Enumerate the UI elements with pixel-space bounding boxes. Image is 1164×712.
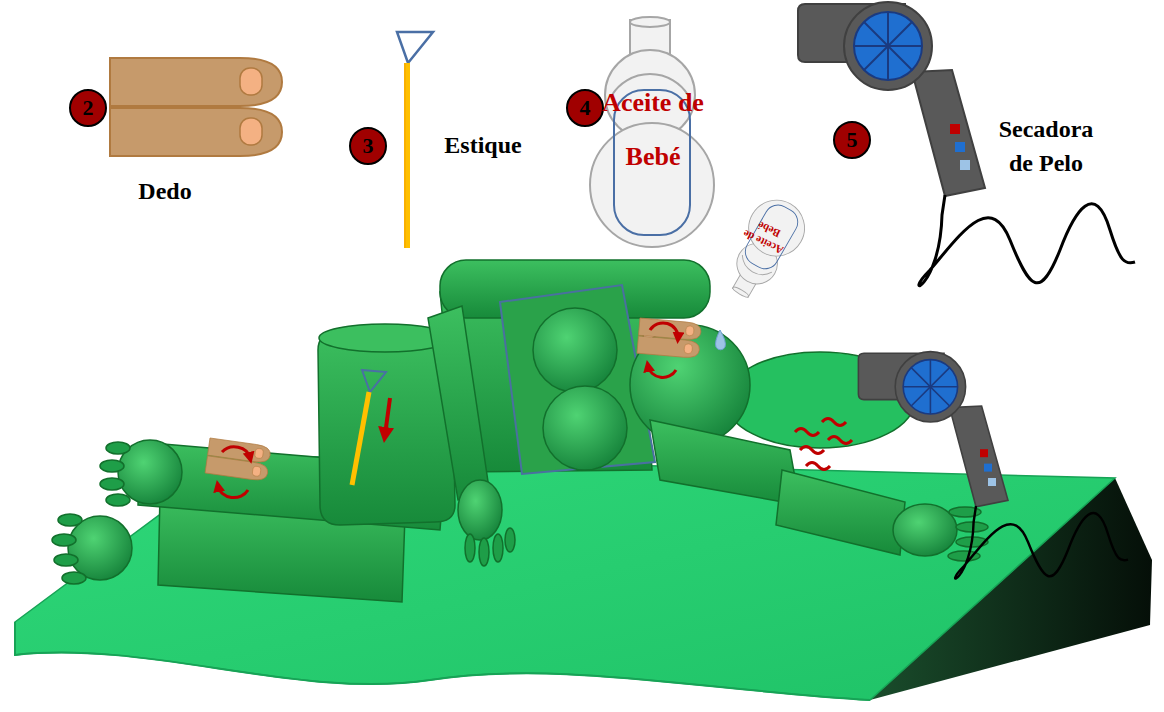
finger-on-head bbox=[637, 318, 702, 359]
tilted-bottle bbox=[715, 190, 815, 308]
callout-number: 5 bbox=[834, 126, 870, 154]
lying-figure bbox=[52, 260, 988, 602]
bottle-label: Aceite de Bebé bbox=[602, 76, 704, 184]
part-label: Estique bbox=[428, 130, 538, 160]
bottle-icon bbox=[590, 17, 714, 247]
callout-circle bbox=[70, 90, 106, 126]
callout-number: 3 bbox=[350, 132, 386, 160]
finger-icon bbox=[110, 58, 282, 156]
stick-in-scene bbox=[352, 370, 386, 485]
part-label: Secadora de Pelo bbox=[985, 112, 1107, 180]
callout-number: 4 bbox=[567, 94, 603, 122]
rotation-arrows bbox=[648, 323, 678, 378]
down-arrow bbox=[385, 398, 390, 435]
heat-waves bbox=[795, 419, 852, 470]
finger-on-leg bbox=[205, 438, 271, 482]
callout-number: 2 bbox=[70, 94, 106, 122]
oil-drop bbox=[716, 330, 726, 350]
hair-dryer-in-scene bbox=[858, 352, 1128, 579]
callout-circle bbox=[834, 122, 870, 158]
callout-circle bbox=[350, 128, 386, 164]
callout-circle bbox=[567, 90, 603, 126]
part-label: Dedo bbox=[115, 176, 215, 206]
stick-icon bbox=[397, 32, 433, 248]
rotation-arrows bbox=[218, 447, 250, 498]
hair-dryer-icon bbox=[798, 2, 1135, 286]
